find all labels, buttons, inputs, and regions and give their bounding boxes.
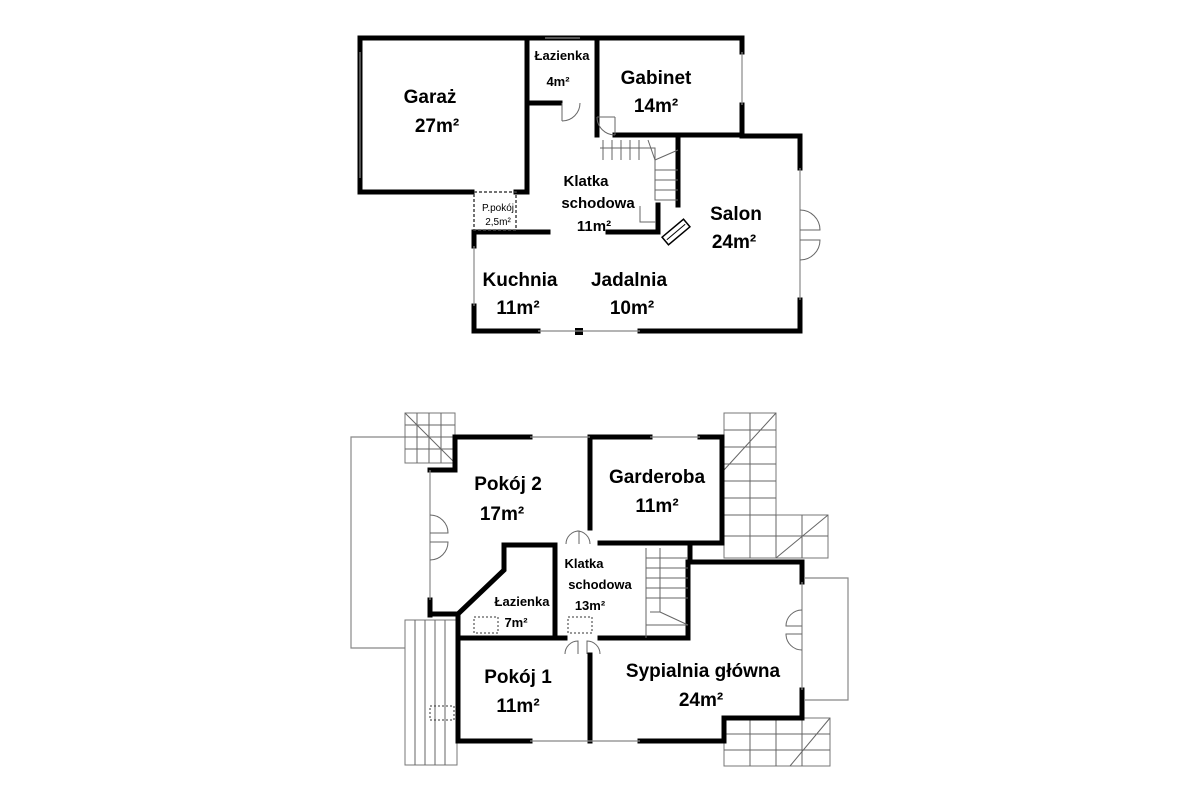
upper-floor: Pokój 2 17m² Garderoba 11m² Klatka schod… (350, 412, 849, 767)
label-wardrobe: Garderoba (609, 467, 706, 488)
ground-floor: Garaż 27m² Łazienka 4m² Gabinet 14m² Kla… (357, 35, 821, 335)
upper-wall-right (687, 559, 805, 585)
upper-wall-top-right (697, 434, 725, 546)
upper-stair-fixture-icon (567, 616, 593, 634)
upper-roof-right-bottom (723, 717, 831, 767)
upper-balcony-left (350, 436, 405, 649)
label-wardrobe-area: 11m² (635, 496, 678, 517)
door-salon-ext-icon (799, 209, 821, 261)
upper-roof-top-left (404, 412, 456, 464)
door-stair-icon (639, 206, 656, 223)
label-ground-bath: Łazienka (535, 48, 591, 63)
door-room2-balcony-icon (429, 514, 449, 561)
label-room1-area: 11m² (496, 696, 539, 717)
upper-wall-bath-outline (455, 542, 558, 641)
ground-outer-wall (357, 35, 745, 55)
label-living-area: 24m² (712, 232, 756, 253)
label-ground-stair-2: schodowa (561, 195, 635, 212)
label-living: Salon (710, 204, 762, 225)
label-upper-bath: Łazienka (495, 594, 551, 609)
label-office-area: 14m² (634, 96, 678, 117)
label-garage-area: 27m² (415, 116, 459, 137)
door-rooms-stair-icon (564, 640, 601, 655)
label-ground-stair-area: 11m² (577, 218, 611, 235)
upper-roof-left-bottom (404, 619, 458, 766)
label-upper-stair-area: 13m² (575, 598, 606, 613)
ground-utility-room (473, 191, 517, 231)
upper-bath-fixture-icon (473, 616, 499, 634)
door-office-icon (596, 116, 616, 136)
label-kitchen-area: 11m² (496, 298, 539, 319)
label-master-area: 24m² (679, 690, 723, 711)
upper-wall-top (427, 434, 533, 473)
label-utility: P.pokój (482, 203, 514, 214)
label-dining-area: 10m² (610, 298, 654, 319)
upper-balcony-right (805, 577, 849, 701)
door-room2-stair-icon (565, 530, 591, 545)
fireplace-icon (661, 218, 691, 246)
label-room2-area: 17m² (480, 504, 524, 525)
label-utility-area: 2,5m² (485, 217, 511, 228)
label-ground-bath-area: 4m² (546, 74, 570, 89)
upper-wall-bottom-right (637, 715, 805, 744)
label-garage: Garaż (404, 87, 457, 108)
label-upper-bath-area: 7m² (504, 615, 528, 630)
upper-roof-right-top (723, 412, 829, 559)
door-master-balcony-icon (785, 609, 803, 651)
label-office: Gabinet (621, 68, 692, 89)
label-dining: Jadalnia (591, 270, 667, 291)
label-ground-stair-1: Klatka (563, 173, 609, 190)
label-kitchen: Kuchnia (483, 270, 558, 291)
ground-stairs (600, 139, 679, 201)
upper-stairs (645, 548, 689, 638)
label-master: Sypialnia główna (626, 661, 781, 682)
label-upper-stair-1: Klatka (564, 556, 604, 571)
ground-wall-salon-top (739, 133, 803, 171)
label-upper-stair-2: schodowa (568, 577, 632, 592)
door-bath-icon (561, 102, 581, 122)
label-room2: Pokój 2 (474, 474, 542, 495)
label-room1: Pokój 1 (484, 667, 552, 688)
